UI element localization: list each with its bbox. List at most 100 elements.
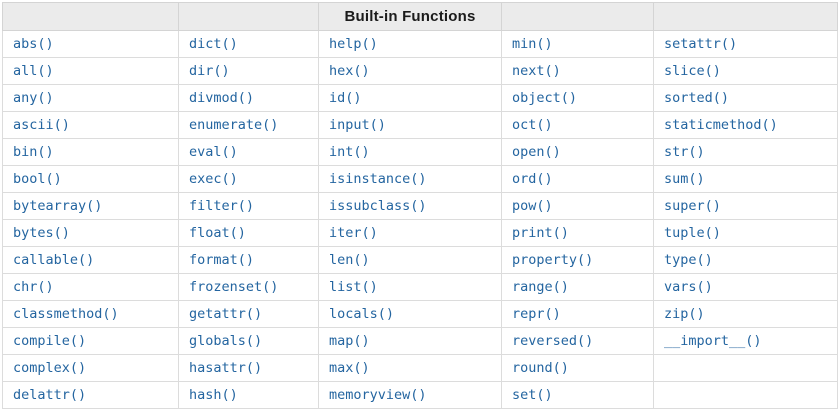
function-link[interactable]: iter(): [329, 225, 378, 241]
function-link[interactable]: zip(): [664, 306, 705, 322]
function-link[interactable]: reversed(): [512, 333, 594, 349]
table-cell: bytearray(): [2, 192, 179, 220]
table-cell: max(): [318, 354, 502, 382]
function-link[interactable]: map(): [329, 333, 370, 349]
function-link[interactable]: getattr(): [189, 306, 263, 322]
function-link[interactable]: hash(): [189, 387, 238, 403]
table-cell: slice(): [653, 57, 838, 85]
table-cell: dir(): [178, 57, 319, 85]
function-link[interactable]: type(): [664, 252, 713, 268]
function-link[interactable]: frozenset(): [189, 279, 279, 295]
function-link[interactable]: issubclass(): [329, 198, 427, 214]
function-link[interactable]: id(): [329, 90, 362, 106]
table-cell: min(): [501, 30, 654, 58]
header-row: Built-in Functions: [2, 2, 838, 31]
function-link[interactable]: tuple(): [664, 225, 721, 241]
function-link[interactable]: sum(): [664, 171, 705, 187]
builtin-functions-table: Built-in Functions abs() dict() help() min(…: [2, 2, 838, 409]
function-link[interactable]: hex(): [329, 63, 370, 79]
table-cell: sorted(): [653, 84, 838, 112]
table-row: abs() dict() help() min() setattr(): [2, 30, 838, 58]
function-link[interactable]: repr(): [512, 306, 561, 322]
function-link[interactable]: exec(): [189, 171, 238, 187]
function-link[interactable]: isinstance(): [329, 171, 427, 187]
function-link[interactable]: ascii(): [13, 117, 70, 133]
function-link[interactable]: all(): [13, 63, 54, 79]
function-link[interactable]: eval(): [189, 144, 238, 160]
function-link[interactable]: dict(): [189, 36, 238, 52]
function-link[interactable]: round(): [512, 360, 569, 376]
function-link[interactable]: object(): [512, 90, 578, 106]
function-link[interactable]: bytearray(): [13, 198, 103, 214]
function-link[interactable]: sorted(): [664, 90, 730, 106]
function-link[interactable]: oct(): [512, 117, 553, 133]
function-link[interactable]: list(): [329, 279, 378, 295]
function-link[interactable]: __import__(): [664, 333, 762, 349]
function-link[interactable]: divmod(): [189, 90, 255, 106]
table-row: bin() eval() int() open() str(): [2, 138, 838, 166]
function-link[interactable]: min(): [512, 36, 553, 52]
table-cell: set(): [501, 381, 654, 409]
function-link[interactable]: bin(): [13, 144, 54, 160]
function-link[interactable]: complex(): [13, 360, 87, 376]
table-cell: float(): [178, 219, 319, 247]
table-cell: open(): [501, 138, 654, 166]
function-link[interactable]: globals(): [189, 333, 263, 349]
table-cell: range(): [501, 273, 654, 301]
table-cell: next(): [501, 57, 654, 85]
function-link[interactable]: bool(): [13, 171, 62, 187]
function-link[interactable]: open(): [512, 144, 561, 160]
table-cell: [653, 354, 838, 382]
function-link[interactable]: str(): [664, 144, 705, 160]
function-link[interactable]: range(): [512, 279, 569, 295]
function-link[interactable]: any(): [13, 90, 54, 106]
table-cell: input(): [318, 111, 502, 139]
function-link[interactable]: memoryview(): [329, 387, 427, 403]
header-cell-empty: [653, 2, 838, 31]
function-link[interactable]: int(): [329, 144, 370, 160]
function-link[interactable]: chr(): [13, 279, 54, 295]
table-cell: iter(): [318, 219, 502, 247]
table-cell: any(): [2, 84, 179, 112]
function-link[interactable]: pow(): [512, 198, 553, 214]
function-link[interactable]: hasattr(): [189, 360, 263, 376]
table-cell: print(): [501, 219, 654, 247]
table-cell: tuple(): [653, 219, 838, 247]
function-link[interactable]: slice(): [664, 63, 721, 79]
table-cell: enumerate(): [178, 111, 319, 139]
table-row: callable() format() len() property() type(): [2, 246, 838, 274]
function-link[interactable]: staticmethod(): [664, 117, 778, 133]
function-link[interactable]: callable(): [13, 252, 95, 268]
function-link[interactable]: delattr(): [13, 387, 87, 403]
function-link[interactable]: vars(): [664, 279, 713, 295]
function-link[interactable]: len(): [329, 252, 370, 268]
function-link[interactable]: bytes(): [13, 225, 70, 241]
function-link[interactable]: setattr(): [664, 36, 738, 52]
function-link[interactable]: locals(): [329, 306, 395, 322]
function-link[interactable]: input(): [329, 117, 386, 133]
table-cell: hex(): [318, 57, 502, 85]
function-link[interactable]: dir(): [189, 63, 230, 79]
function-link[interactable]: classmethod(): [13, 306, 119, 322]
table-cell: divmod(): [178, 84, 319, 112]
function-link[interactable]: abs(): [13, 36, 54, 52]
function-link[interactable]: format(): [189, 252, 255, 268]
function-link[interactable]: super(): [664, 198, 721, 214]
function-link[interactable]: enumerate(): [189, 117, 279, 133]
function-link[interactable]: compile(): [13, 333, 87, 349]
function-link[interactable]: max(): [329, 360, 370, 376]
function-link[interactable]: print(): [512, 225, 569, 241]
table-cell: str(): [653, 138, 838, 166]
function-link[interactable]: ord(): [512, 171, 553, 187]
function-link[interactable]: filter(): [189, 198, 255, 214]
function-link[interactable]: float(): [189, 225, 246, 241]
table-cell: len(): [318, 246, 502, 274]
table-cell: dict(): [178, 30, 319, 58]
function-link[interactable]: help(): [329, 36, 378, 52]
function-link[interactable]: next(): [512, 63, 561, 79]
function-link[interactable]: property(): [512, 252, 594, 268]
header-cell-empty: [2, 2, 179, 31]
header-cell-empty: [178, 2, 319, 31]
function-link[interactable]: set(): [512, 387, 553, 403]
table-cell: help(): [318, 30, 502, 58]
